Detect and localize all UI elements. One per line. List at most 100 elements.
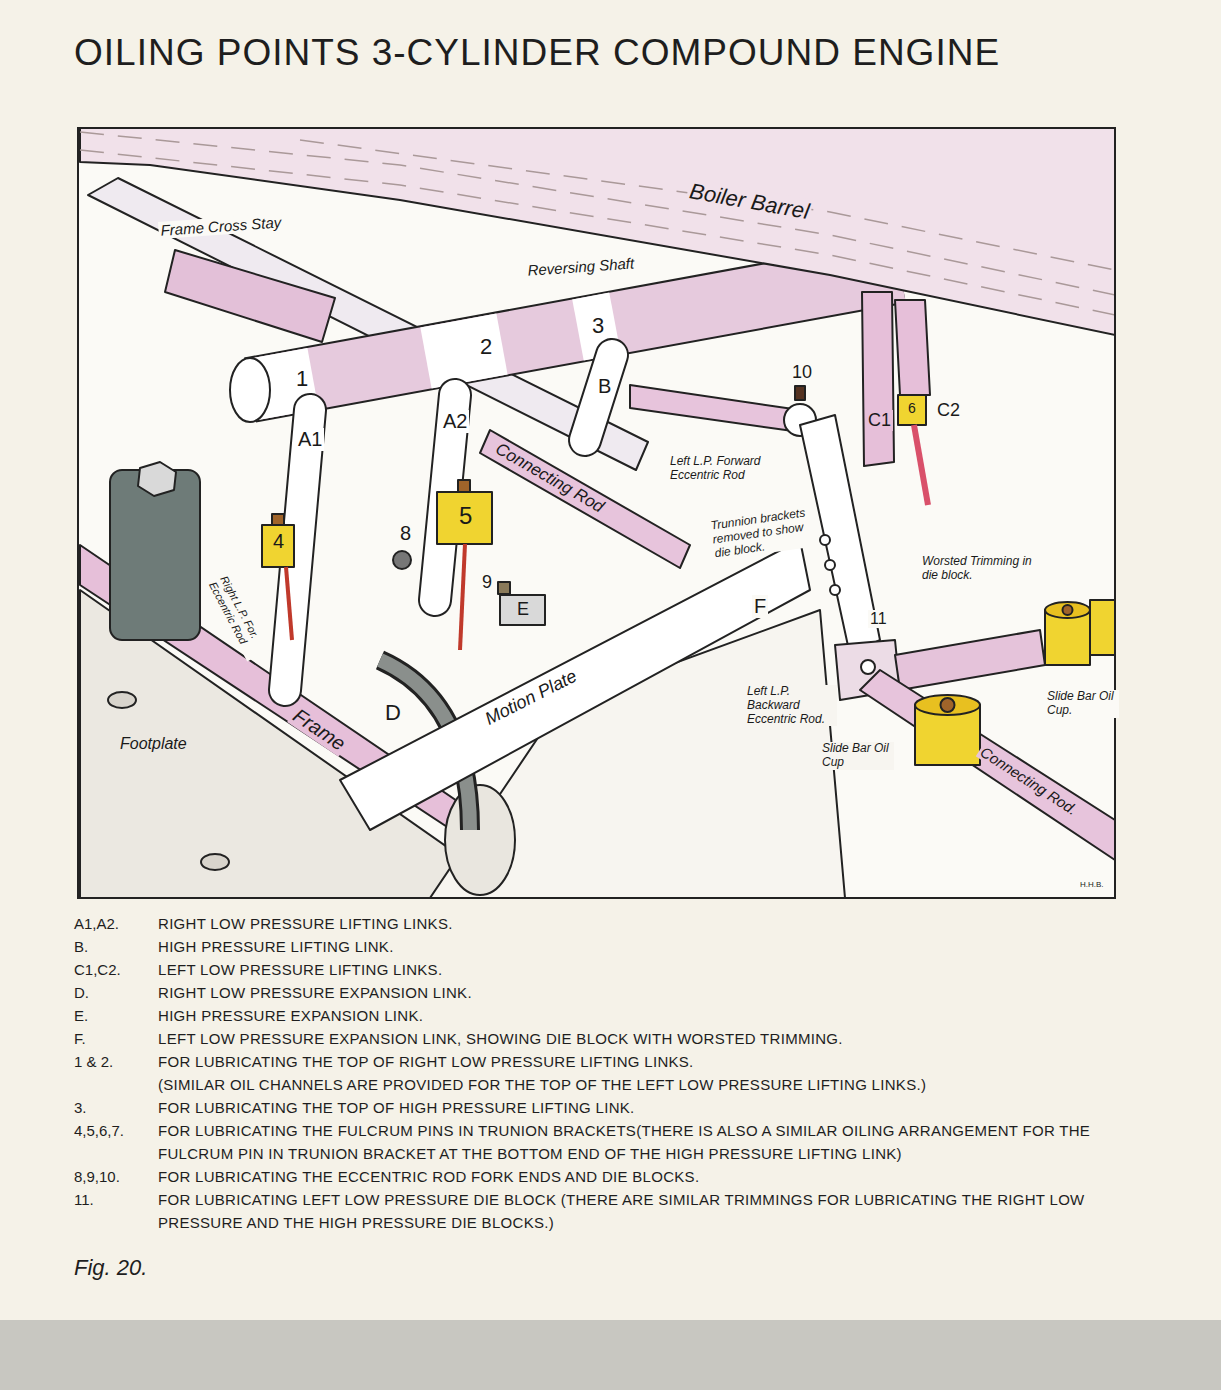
key-text: FOR LUBRICATING THE FULCRUM PINS IN TRUN… bbox=[158, 1119, 1159, 1165]
plate-opening bbox=[445, 785, 515, 895]
part-label: Reversing Shaft bbox=[525, 254, 637, 279]
figure-caption: Fig. 20. bbox=[74, 1256, 1159, 1279]
callout-number: 6 bbox=[906, 400, 918, 416]
key-code: B. bbox=[74, 935, 158, 958]
oil-box-cap bbox=[272, 514, 284, 525]
oil-cup-top bbox=[1045, 602, 1090, 618]
callout-number: 11 bbox=[868, 610, 889, 628]
callout-number: 3 bbox=[590, 313, 606, 338]
oil-cup-top bbox=[915, 695, 980, 715]
part-label: Slide Bar Oil Cup. bbox=[1045, 690, 1119, 718]
pin bbox=[861, 660, 875, 674]
callout-number: 8 bbox=[398, 522, 413, 545]
part-label: Trunnion brackets removed to show die bl… bbox=[708, 506, 817, 561]
radius-rod bbox=[895, 630, 1045, 690]
key-row: E.HIGH PRESSURE EXPANSION LINK. bbox=[74, 1004, 1159, 1027]
key-text: LEFT LOW PRESSURE EXPANSION LINK, SHOWIN… bbox=[158, 1027, 1159, 1050]
key-code: 11. bbox=[74, 1188, 158, 1234]
key-row: (SIMILAR OIL CHANNELS ARE PROVIDED FOR T… bbox=[74, 1073, 1159, 1096]
callout-number: 2 bbox=[478, 334, 494, 359]
slide-bar-oil-cup bbox=[1090, 600, 1114, 655]
callout-number: E bbox=[515, 599, 531, 620]
oil-pipe bbox=[914, 425, 928, 505]
oil-box bbox=[437, 492, 492, 544]
key-text: FOR LUBRICATING THE ECCENTRIC ROD FORK E… bbox=[158, 1165, 1159, 1188]
oil-box bbox=[898, 395, 926, 425]
callout-number: F bbox=[752, 595, 768, 618]
oil-box-cap bbox=[458, 480, 470, 492]
key-row: D.RIGHT LOW PRESSURE EXPANSION LINK. bbox=[74, 981, 1159, 1004]
oil-pipe bbox=[460, 544, 465, 650]
key-row: 1 & 2.FOR LUBRICATING THE TOP OF RIGHT L… bbox=[74, 1050, 1159, 1073]
callout-number: B bbox=[596, 375, 613, 398]
bracket-plate bbox=[895, 300, 930, 395]
key-row: 8,9,10.FOR LUBRICATING THE ECCENTRIC ROD… bbox=[74, 1165, 1159, 1188]
key-code: A1,A2. bbox=[74, 912, 158, 935]
key-text: LEFT LOW PRESSURE LIFTING LINKS. bbox=[158, 958, 1159, 981]
part-label: Frame Cross Stay bbox=[158, 213, 284, 239]
part-label: Connecting Rod bbox=[490, 438, 609, 518]
key-text: FOR LUBRICATING THE TOP OF HIGH PRESSURE… bbox=[158, 1096, 1159, 1119]
key-code: F. bbox=[74, 1027, 158, 1050]
key-text: FOR LUBRICATING THE TOP OF RIGHT LOW PRE… bbox=[158, 1050, 1159, 1073]
callout-number: C1 bbox=[866, 410, 893, 431]
key-text: HIGH PRESSURE LIFTING LINK. bbox=[158, 935, 1159, 958]
key-row: C1,C2.LEFT LOW PRESSURE LIFTING LINKS. bbox=[74, 958, 1159, 981]
motion-plate bbox=[340, 540, 810, 830]
oil-box bbox=[262, 525, 294, 567]
key-list: A1,A2.RIGHT LOW PRESSURE LIFTING LINKS.B… bbox=[74, 912, 1159, 1279]
callout-number: 9 bbox=[480, 572, 494, 593]
engine-parts bbox=[80, 129, 1114, 897]
reversing-shaft-outline bbox=[250, 271, 900, 390]
part-label: Motion Plate bbox=[480, 665, 582, 731]
footplate-hole bbox=[108, 692, 136, 708]
oil-cup-plug bbox=[941, 698, 955, 712]
callout-number: A2 bbox=[441, 410, 469, 433]
key-text: HIGH PRESSURE EXPANSION LINK. bbox=[158, 1004, 1159, 1027]
part-label: Left L.P. Backward Eccentric Rod. bbox=[745, 685, 837, 726]
key-row: F.LEFT LOW PRESSURE EXPANSION LINK, SHOW… bbox=[74, 1027, 1159, 1050]
key-row: B.HIGH PRESSURE LIFTING LINK. bbox=[74, 935, 1159, 958]
key-code: C1,C2. bbox=[74, 958, 158, 981]
part-label: Connecting Rod. bbox=[976, 742, 1082, 820]
eccentric-rod bbox=[630, 385, 800, 432]
key-row: 11.FOR LUBRICATING LEFT LOW PRESSURE DIE… bbox=[74, 1188, 1159, 1234]
part-label: Worsted Trimming in die block. bbox=[920, 555, 1034, 583]
oil-nipple bbox=[498, 582, 510, 594]
key-row: 4,5,6,7.FOR LUBRICATING THE FULCRUM PINS… bbox=[74, 1119, 1159, 1165]
key-code: 4,5,6,7. bbox=[74, 1119, 158, 1165]
callout-number: 1 bbox=[294, 366, 310, 391]
callout-number: D bbox=[383, 700, 403, 725]
backing-board bbox=[0, 1320, 1221, 1390]
key-code: 3. bbox=[74, 1096, 158, 1119]
part-label: Footplate bbox=[118, 735, 189, 753]
key-note: (SIMILAR OIL CHANNELS ARE PROVIDED FOR T… bbox=[158, 1073, 1159, 1096]
link-hole bbox=[830, 585, 840, 595]
oil-nipple bbox=[795, 386, 805, 400]
illustration-frame bbox=[78, 128, 1115, 898]
footplate-hole bbox=[201, 854, 229, 870]
boiler-hatching bbox=[80, 150, 1114, 315]
key-text: RIGHT LOW PRESSURE EXPANSION LINK. bbox=[158, 981, 1159, 1004]
link-block bbox=[500, 595, 545, 625]
boiler-barrel bbox=[80, 129, 1114, 335]
key-text: FOR LUBRICATING LEFT LOW PRESSURE DIE BL… bbox=[158, 1188, 1159, 1234]
part-label: Frame bbox=[287, 703, 351, 757]
oil-cup-plug bbox=[1063, 605, 1073, 615]
callout-number: 10 bbox=[790, 362, 814, 383]
link-hole bbox=[825, 560, 835, 570]
callout-number: C2 bbox=[935, 400, 962, 421]
oil-pipe bbox=[286, 567, 292, 640]
part-label: H.H.B. bbox=[1078, 880, 1106, 889]
callout-number: A1 bbox=[296, 428, 324, 451]
key-text: RIGHT LOW PRESSURE LIFTING LINKS. bbox=[158, 912, 1159, 935]
key-code: 1 & 2. bbox=[74, 1050, 158, 1073]
part-label: Boiler Barrel bbox=[686, 178, 814, 225]
connecting-rod bbox=[480, 430, 690, 568]
callout-number: 5 bbox=[457, 502, 474, 530]
link-hole bbox=[820, 535, 830, 545]
key-code: 8,9,10. bbox=[74, 1165, 158, 1188]
key-code: E. bbox=[74, 1004, 158, 1027]
shaft-end bbox=[230, 358, 270, 422]
